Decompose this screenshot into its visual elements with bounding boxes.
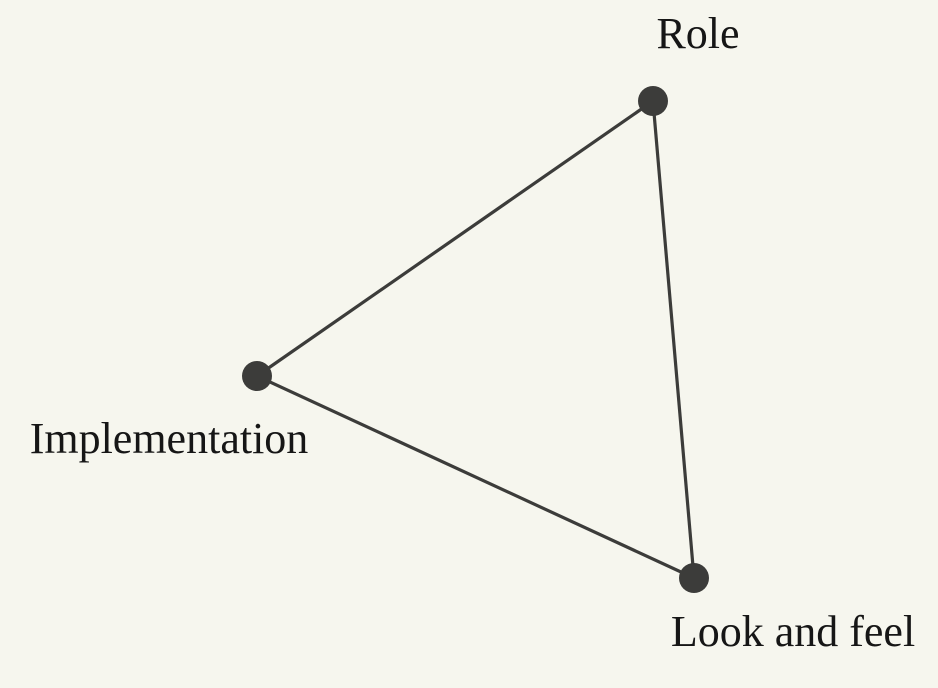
node-implementation	[242, 361, 272, 391]
edge-role-implementation	[256, 99, 654, 378]
node-role	[638, 86, 668, 116]
node-look-and-feel	[679, 563, 709, 593]
node-label-implementation: Implementation	[30, 414, 309, 463]
edge-role-look-and-feel	[651, 100, 696, 579]
node-label-role: Role	[656, 9, 739, 58]
node-label-look-and-feel: Look and feel	[671, 607, 915, 656]
edge-implementation-look-and-feel	[256, 374, 695, 580]
